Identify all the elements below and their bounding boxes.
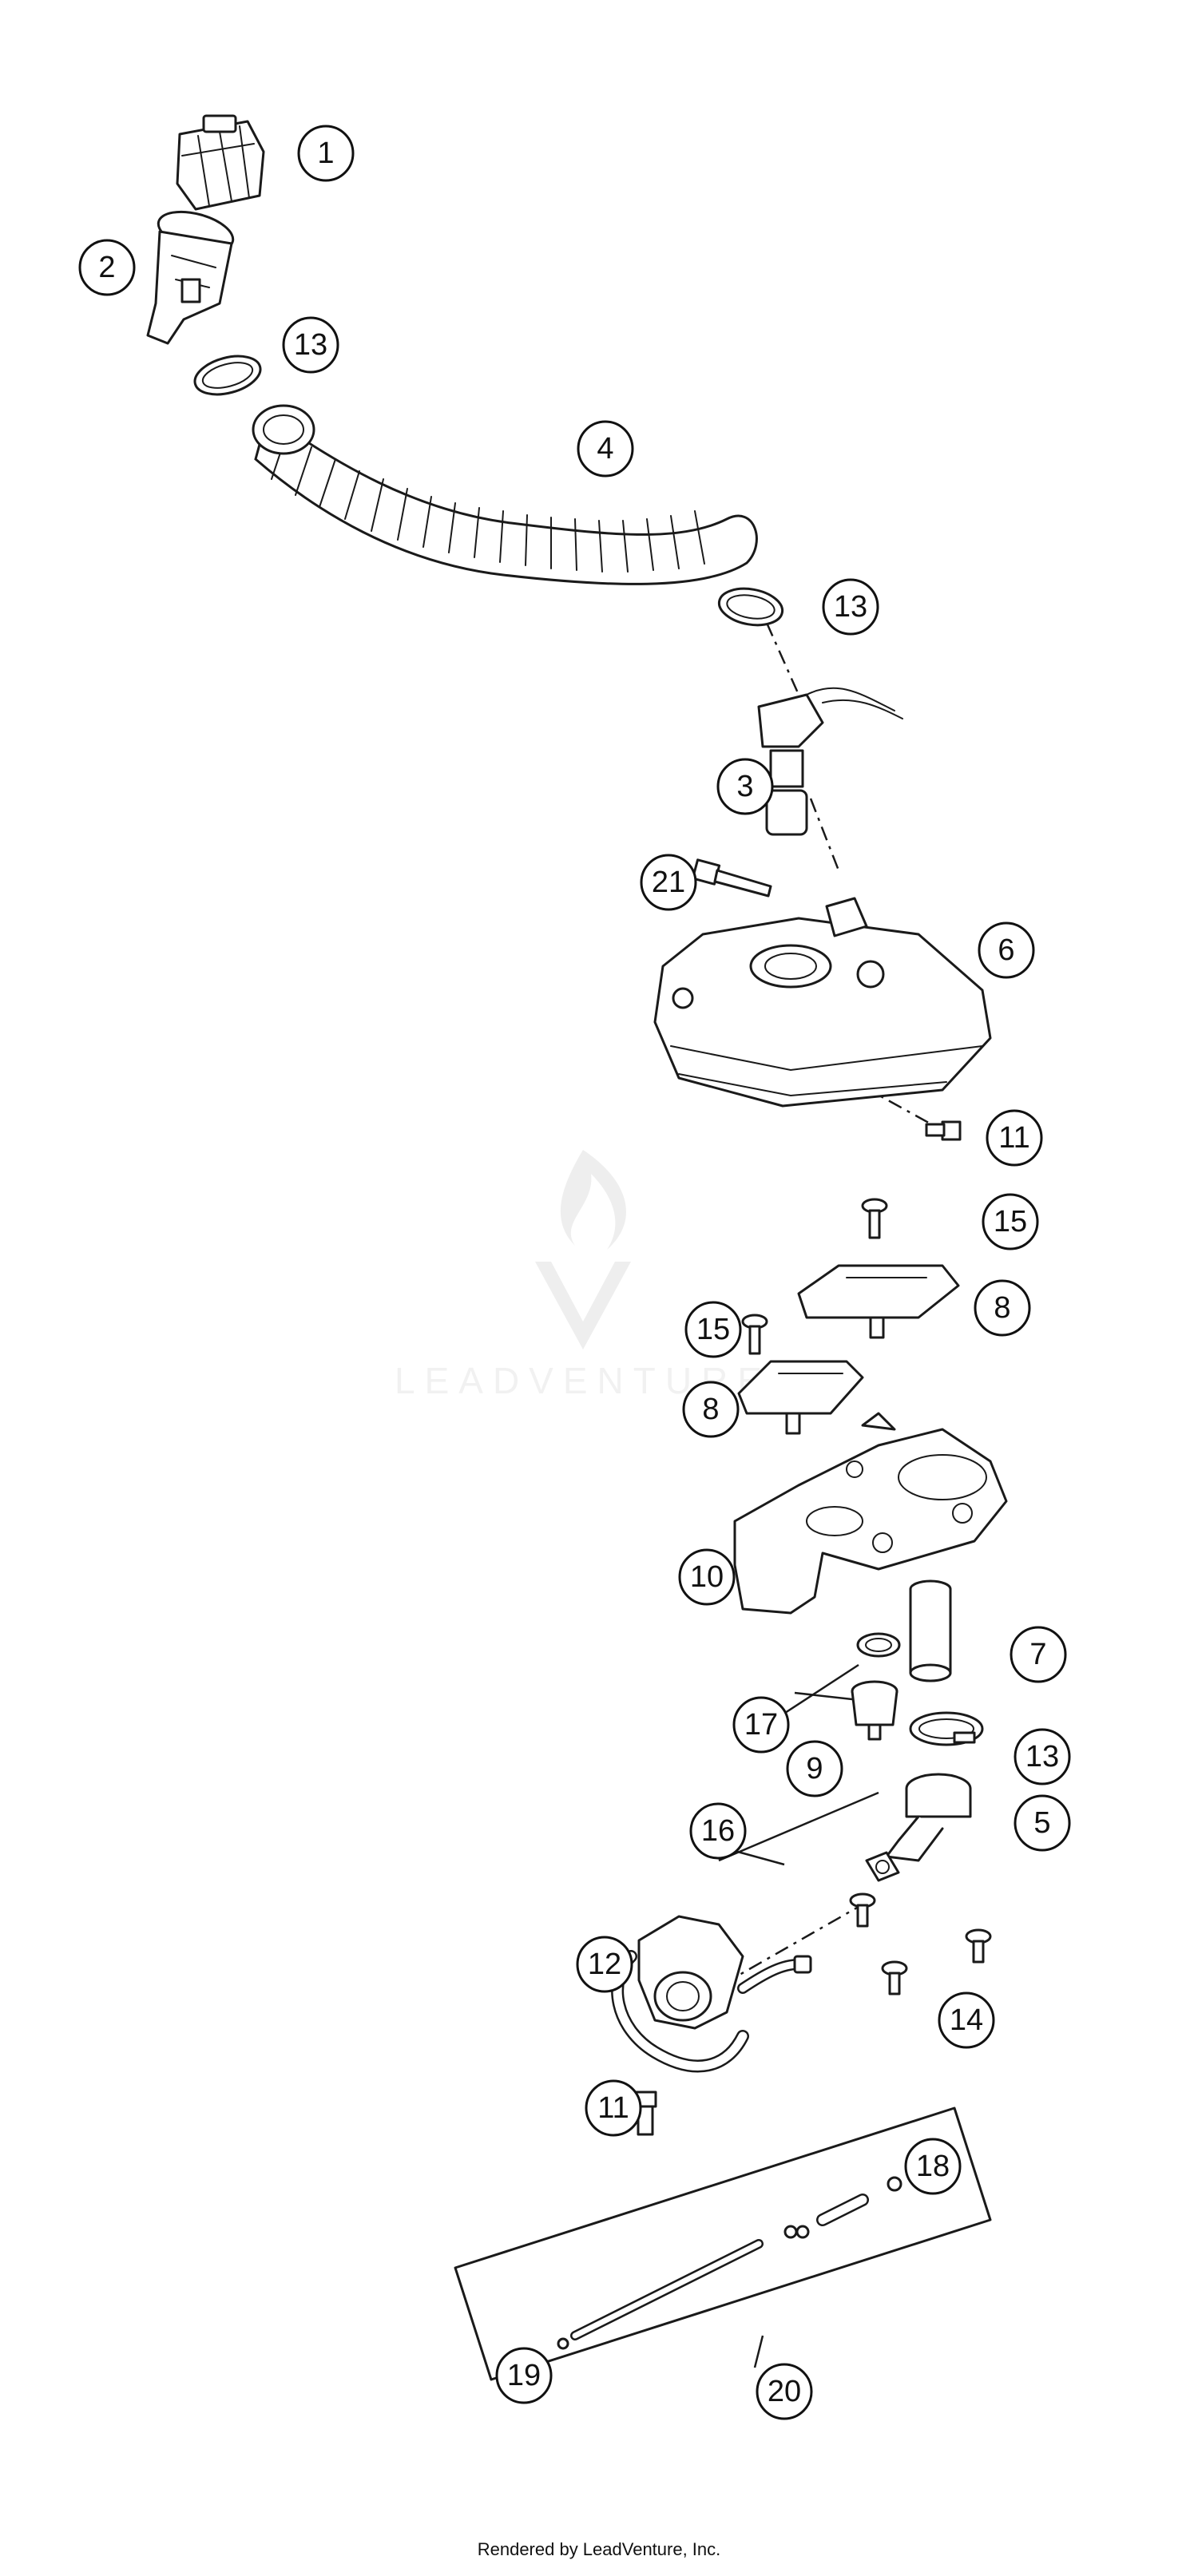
- part-hose-clamp-upper: [193, 355, 262, 396]
- part-long-bolt: [691, 858, 772, 898]
- callout-label: 15: [696, 1313, 730, 1346]
- part-pump-fitting: [885, 1773, 972, 1862]
- callout-15-upper: 15: [982, 1193, 1039, 1250]
- callout-9: 9: [786, 1740, 843, 1797]
- callout-14: 14: [938, 1991, 995, 2049]
- part-small-clamp: [856, 1632, 901, 1658]
- callout-label: 11: [998, 1121, 1029, 1155]
- part-tank-bracket: [733, 1412, 1008, 1615]
- callout-label: 20: [768, 2375, 801, 2408]
- callout-label: 10: [690, 1560, 724, 1594]
- callout-label: 13: [294, 328, 327, 362]
- callout-1: 1: [297, 125, 355, 182]
- callout-16: 16: [689, 1802, 747, 1860]
- part-screw-upper: [861, 1198, 888, 1239]
- callout-11-upper: 11: [986, 1109, 1043, 1167]
- callout-label: 6: [998, 933, 1014, 967]
- footer-credit: Rendered by LeadVenture, Inc.: [477, 2539, 721, 2559]
- callout-10: 10: [678, 1548, 736, 1606]
- part-filler-neck: [146, 210, 235, 345]
- callout-label: 2: [98, 251, 115, 284]
- callout-label: 11: [597, 2091, 629, 2125]
- callout-4: 4: [577, 420, 634, 478]
- callout-label: 9: [806, 1752, 823, 1785]
- callout-12: 12: [576, 1936, 633, 1993]
- part-pressure-sensor-lower: [737, 1360, 864, 1435]
- part-hose-clamp-lower: [909, 1711, 984, 1746]
- callout-label: 13: [834, 590, 867, 624]
- leadventure-watermark-logo: LEADVENTURE: [395, 1150, 762, 1401]
- callout-13-lower: 13: [1014, 1728, 1071, 1785]
- part-fuel-tank: [653, 897, 992, 1108]
- callout-5: 5: [1014, 1794, 1071, 1852]
- callout-8-lower: 8: [682, 1381, 740, 1438]
- callout-21: 21: [640, 854, 697, 911]
- part-hose-clamp-middle: [717, 587, 784, 627]
- callout-label: 19: [507, 2359, 541, 2392]
- callout-6: 6: [978, 921, 1035, 979]
- callout-label: 1: [317, 137, 334, 170]
- part-fuel-level-sensor: [757, 687, 903, 836]
- callout-11-lower: 11: [585, 2079, 642, 2137]
- part-hose-connector: [851, 1680, 898, 1741]
- part-hose-kit-panel: [454, 2106, 992, 2381]
- callout-20: 20: [756, 2363, 813, 2420]
- part-hex-bolt-upper: [925, 1120, 962, 1141]
- callout-3: 3: [716, 758, 774, 815]
- part-pressure-sensor-upper: [797, 1264, 960, 1339]
- callout-13-middle: 13: [822, 578, 879, 636]
- callout-17: 17: [732, 1696, 790, 1754]
- callout-label: 8: [702, 1393, 719, 1426]
- callout-15-lower: 15: [684, 1301, 742, 1358]
- callout-19: 19: [495, 2347, 553, 2404]
- callout-label: 7: [1029, 1638, 1046, 1671]
- part-cap: [176, 114, 265, 211]
- part-screw-lower: [741, 1314, 768, 1355]
- part-fuel-pump: [611, 1915, 812, 2073]
- callout-label: 21: [652, 866, 685, 899]
- part-corrugated-hose: [252, 404, 758, 585]
- callout-label: 17: [744, 1708, 778, 1742]
- callout-label: 3: [736, 770, 753, 803]
- callout-2: 2: [78, 239, 136, 296]
- part-screws-14: [849, 1892, 992, 1995]
- callout-label: 14: [950, 2003, 983, 2037]
- callout-label: 16: [701, 1814, 735, 1848]
- callout-label: 4: [597, 432, 613, 466]
- callout-label: 8: [994, 1291, 1010, 1325]
- callout-8-upper: 8: [974, 1279, 1031, 1337]
- callout-label: 5: [1033, 1806, 1050, 1840]
- callout-label: 15: [994, 1205, 1027, 1238]
- part-hose-clip: [865, 1851, 900, 1882]
- part-fuel-filter: [909, 1579, 952, 1682]
- callout-13-upper: 13: [282, 316, 339, 374]
- callout-7: 7: [1010, 1626, 1067, 1683]
- callout-label: 12: [588, 1948, 621, 1981]
- callout-18: 18: [904, 2138, 962, 2195]
- callout-label: 18: [916, 2150, 950, 2183]
- callout-label: 13: [1025, 1740, 1059, 1773]
